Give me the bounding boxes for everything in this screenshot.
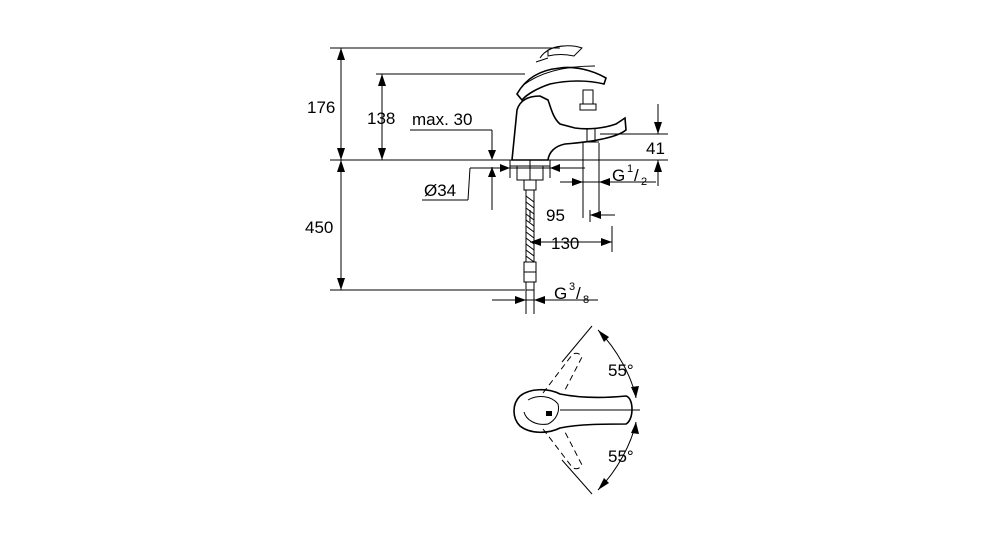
dimension-450: 450 bbox=[305, 160, 345, 290]
thread-outlet-prefix: G bbox=[612, 166, 625, 185]
lever-rotated-up bbox=[542, 352, 583, 394]
thread-hose-slash: / bbox=[576, 284, 581, 303]
thread-outlet-numerator: 1 bbox=[627, 163, 633, 175]
thread-outlet-denominator: 2 bbox=[641, 176, 647, 188]
label-max-30: max. 30 bbox=[412, 110, 472, 129]
dimension-95: 95 bbox=[529, 206, 615, 225]
angle-label-down: 55° bbox=[608, 447, 634, 466]
lever-rotated-down bbox=[542, 428, 583, 470]
supply-hose bbox=[523, 190, 537, 314]
dimension-176: 176 bbox=[307, 48, 345, 160]
faucet-body bbox=[509, 45, 627, 191]
dimension-138: 138 bbox=[367, 74, 395, 160]
label-95: 95 bbox=[546, 206, 565, 225]
thread-hose-denominator: 8 bbox=[583, 294, 589, 306]
top-view: 55° 55° bbox=[513, 325, 640, 495]
thread-outlet-half-inch: G 1 / 2 bbox=[560, 143, 656, 218]
label-130: 130 bbox=[551, 234, 579, 253]
dimension-max-30: max. 30 bbox=[410, 110, 496, 210]
thread-outlet-slash: / bbox=[634, 166, 639, 185]
thread-hose-prefix: G bbox=[554, 284, 567, 303]
label-138: 138 bbox=[367, 109, 395, 128]
lever-outline bbox=[513, 388, 633, 434]
label-41: 41 bbox=[646, 139, 665, 158]
label-176: 176 bbox=[307, 98, 335, 117]
dimension-41: 41 bbox=[600, 104, 668, 186]
dimension-130: 130 bbox=[530, 226, 613, 253]
dimension-diameter-34: Ø34 bbox=[422, 160, 585, 201]
thread-hose-three-eighths: G 3 / 8 bbox=[492, 281, 598, 306]
label-450: 450 bbox=[305, 218, 333, 237]
label-diameter-34: Ø34 bbox=[424, 181, 456, 200]
side-view: 176 138 max. 30 Ø34 bbox=[305, 45, 668, 314]
thread-hose-numerator: 3 bbox=[569, 281, 575, 293]
angle-label-up: 55° bbox=[608, 361, 634, 380]
